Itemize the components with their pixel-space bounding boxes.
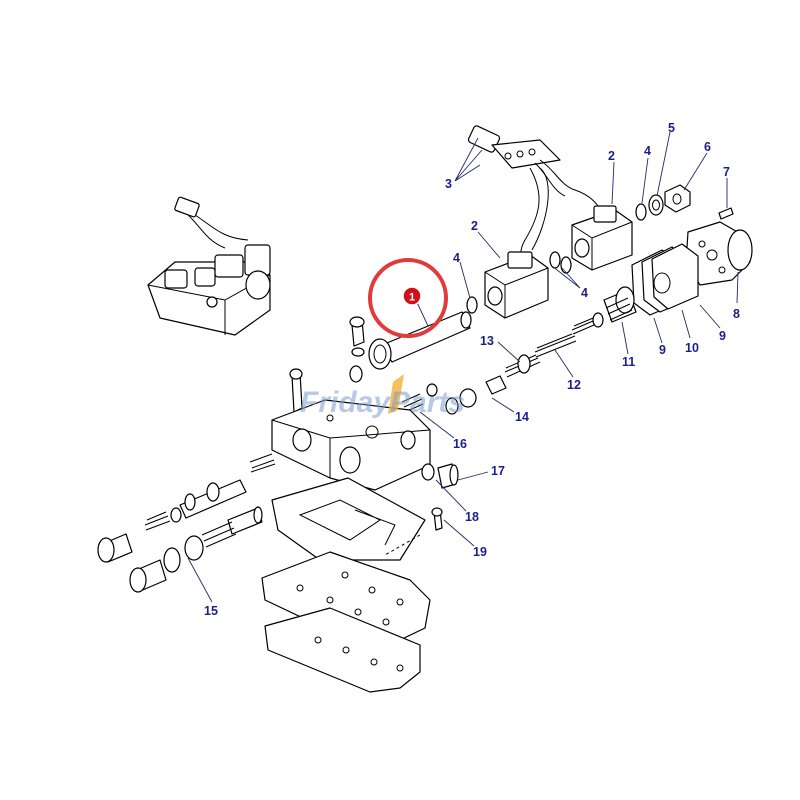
callout-3: 3	[445, 177, 452, 191]
callout-9: 9	[719, 329, 726, 343]
callout-16: 16	[453, 437, 467, 451]
callout-5: 5	[668, 121, 675, 135]
left-spools	[97, 453, 276, 593]
base-plates	[261, 551, 431, 693]
solenoid-coil-right	[571, 205, 633, 271]
callout-2: 2	[608, 149, 615, 163]
callout-18: 18	[465, 510, 479, 524]
plugs-right	[421, 463, 459, 531]
small-fittings	[401, 375, 507, 415]
callout-13: 13	[480, 334, 494, 348]
valve-spool	[368, 311, 472, 370]
callout-17: 17	[491, 464, 505, 478]
highlight-badge	[402, 286, 422, 306]
gaskets	[631, 243, 699, 316]
callout-4: 4	[581, 286, 588, 300]
callout-15: 15	[204, 604, 218, 618]
callout-10: 10	[685, 341, 699, 355]
callout-9: 9	[659, 343, 666, 357]
callout-8: 8	[733, 307, 740, 321]
o-rings-and-nut	[466, 184, 734, 314]
highlight-label: 1	[409, 292, 415, 304]
watermark-text: FridayParts	[300, 386, 465, 419]
highlight-ring	[368, 258, 448, 338]
callout-7: 7	[723, 165, 730, 179]
callout-4: 4	[644, 144, 651, 158]
callout-11: 11	[622, 355, 635, 369]
bolts	[289, 316, 365, 413]
callout-12: 12	[567, 378, 581, 392]
callout-19: 19	[473, 545, 487, 559]
leader-lines	[187, 131, 739, 603]
solenoid-coil-left	[484, 251, 549, 319]
assembly-overview	[147, 196, 271, 336]
highlight-marker: 1	[368, 258, 448, 338]
watermark: FridayParts	[300, 374, 465, 419]
callout-2: 2	[471, 219, 478, 233]
callout-4: 4	[453, 251, 460, 265]
connector-harness	[467, 125, 603, 263]
callout-14: 14	[515, 410, 529, 424]
springs	[504, 286, 637, 378]
gasket-plate	[271, 477, 426, 561]
callout-numbers: 5 2 4 6 7 3 2 4 4 8 9 10 9 11 13 12 14 1…	[204, 121, 740, 618]
callout-6: 6	[704, 140, 711, 154]
